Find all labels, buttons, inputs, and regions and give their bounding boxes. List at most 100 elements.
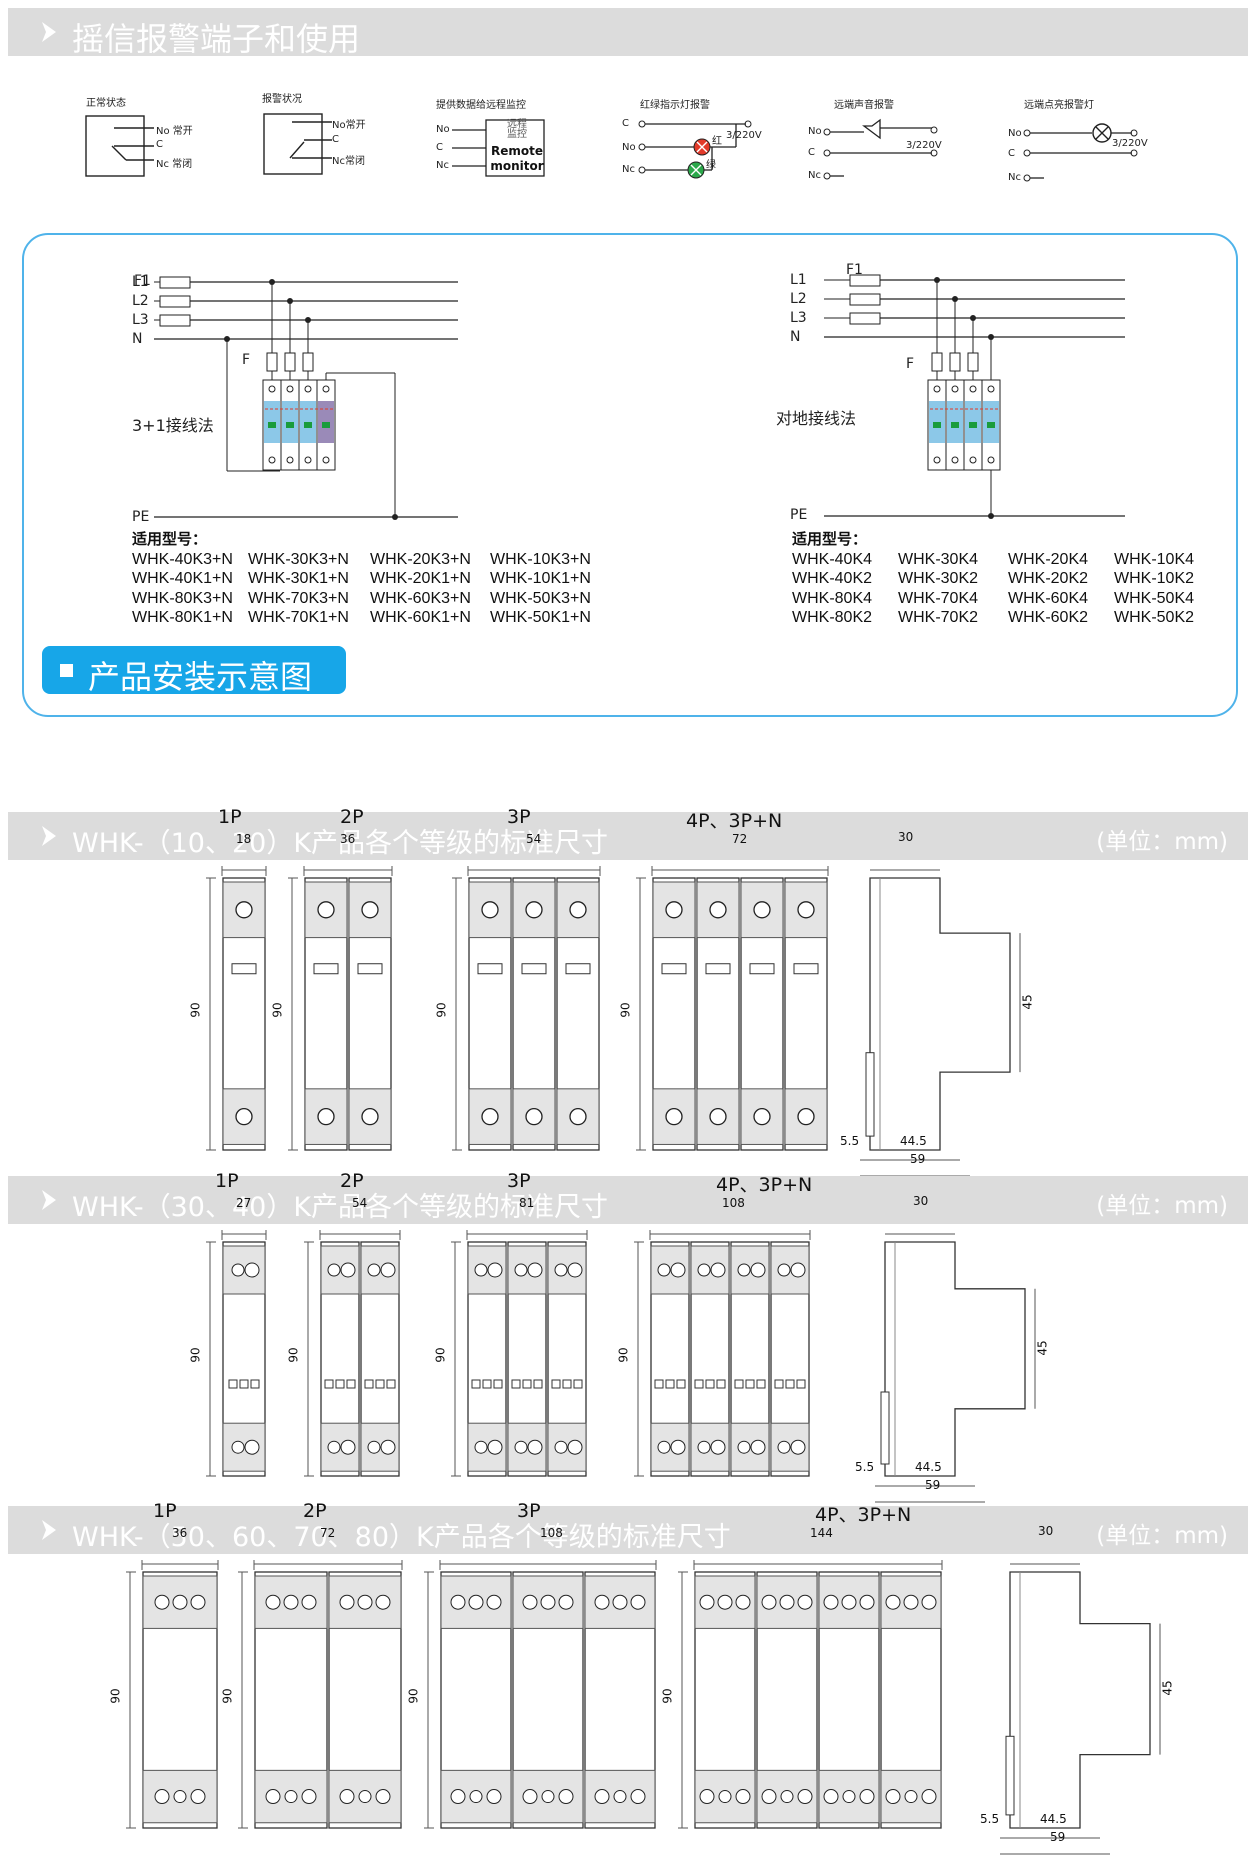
width-dimension: 36 [340,832,356,846]
section-title: WHK-（10、20）K产品各个等级的标准尺寸 [72,828,609,859]
section-header-dimensions: WHK-（30、40）K产品各个等级的标准尺寸(单位：mm) [8,1176,1248,1224]
module-1P-drawing [206,866,267,1151]
terminal-label: No常开 [332,120,366,131]
alarm-terminal-diagrams: 正常状态 No 常开 C Nc 常闭 报警状况 No常开 C Nc常闭 提供数据… [0,80,1258,200]
terminal-label: C [1008,148,1015,159]
fuse-label: F1 [846,262,863,278]
dimension-drawings [126,1560,1161,1855]
monitor-box-text: 监控 [507,129,527,140]
height-dimension: 90 [406,1688,421,1704]
voltage-label: 3/220V [906,140,942,151]
height-dimension: 90 [220,1688,235,1704]
terminal-label: Nc [808,170,821,181]
square-bullet-icon [60,664,73,677]
side-c-dimension: 59 [925,1478,941,1492]
wiring-diagram-3plus1 [154,276,458,520]
model-name: WHK-20K2 [1008,570,1089,587]
unit-label: (单位：mm) [1096,1523,1228,1549]
diagram-title: 报警状况 [262,94,302,105]
width-dimension: 108 [540,1526,563,1540]
side-b-dimension: 44.5 [1040,1812,1067,1826]
model-name: WHK-80K2 [792,609,873,626]
pole-label: 1P [218,806,242,828]
side-right-dimension: 45 [1020,994,1035,1010]
width-dimension: 81 [519,1196,535,1210]
terminal-label: No [622,142,636,153]
model-name: WHK-70K4 [898,589,979,607]
indicator-lamp-diagram [638,120,752,179]
lamp-label: 红 [712,136,722,147]
alarm-state-diagram [263,113,332,175]
module-2P-drawing [238,1560,403,1829]
terminal-label: C [332,134,339,145]
pole-label: 4P、3P+N [815,1504,912,1526]
module-3P-drawing [424,1560,657,1829]
side-view-drawing [860,869,1021,1177]
chevron-right-icon [42,1520,56,1540]
diagram-title: 红绿指示灯报警 [640,100,710,111]
height-dimension: 90 [434,1002,449,1018]
wiring-diagram-ground [824,274,1125,519]
module-1P-drawing [126,1560,219,1829]
module-3P-drawing [452,866,601,1151]
section-title: 摇信报警端子和使用 [72,20,361,58]
model-name: WHK-60K2 [1008,609,1089,626]
unit-label: (单位：mm) [1096,1193,1228,1219]
installation-tag-label: 产品安装示意图 [88,658,313,696]
buzzer-diagram [823,118,938,180]
terminal-label: Nc常闭 [332,156,365,167]
pole-label: 2P [340,806,364,828]
module-4P、3P+N-drawing [636,866,829,1151]
width-dimension: 54 [526,832,542,846]
model-name: WHK-30K2 [898,570,979,587]
height-dimension: 90 [108,1688,123,1704]
terminal-label: C [436,142,443,153]
side-a-dimension: 5.5 [980,1812,1000,1826]
terminal-label: No [436,124,450,135]
pole-label: 3P [507,1170,531,1192]
line-label-pe: PE [790,507,808,523]
section-header-dimensions: WHK-（50、60、70、80）K产品各个等级的标准尺寸(单位：mm) [8,1506,1248,1554]
pole-label: 2P [340,1170,364,1192]
model-name: WHK-20K3+N [370,550,471,568]
width-dimension: 72 [320,1526,336,1540]
monitor-box-text: Remote [490,144,543,158]
line-label-l3: L3 [790,310,807,326]
model-name: WHK-10K4 [1114,550,1195,568]
side-a-dimension: 5.5 [840,1134,860,1148]
chevron-right-icon [42,826,56,846]
model-name: WHK-60K3+N [370,589,471,607]
module-2P-drawing [304,1230,401,1477]
height-dimension: 90 [188,1347,203,1363]
model-name: WHK-30K1+N [248,570,349,587]
dimension-drawings [206,1230,1036,1503]
width-dimension: 36 [172,1526,188,1540]
models-heading: 适用型号： [132,531,208,548]
model-name: WHK-40K2 [792,570,873,587]
terminal-label: C [156,139,163,150]
diagram-title: 提供数据给远程监控 [436,100,526,111]
model-name: WHK-10K3+N [490,550,591,568]
model-name: WHK-30K4 [898,550,979,568]
width-dimension: 54 [352,1196,368,1210]
height-dimension: 90 [270,1002,285,1018]
line-label-l1: L1 [790,272,807,288]
model-name: WHK-50K1+N [490,609,591,626]
model-name: WHK-20K1+N [370,570,471,587]
pole-label: 1P [153,1500,177,1522]
side-b-dimension: 44.5 [915,1460,942,1474]
terminal-label: Nc [436,160,449,171]
models-heading: 适用型号： [792,531,868,548]
height-dimension: 90 [660,1688,675,1704]
unit-label: (单位：mm) [1096,829,1228,855]
height-dimension: 90 [433,1347,448,1363]
chevron-right-icon [42,1190,56,1210]
terminal-label: C [622,118,629,129]
side-right-dimension: 45 [1160,1680,1175,1696]
pole-label: 3P [507,806,531,828]
model-name: WHK-50K2 [1114,609,1195,626]
section-header-dimensions: WHK-（10、20）K产品各个等级的标准尺寸 (单位：mm) [8,812,1248,860]
pole-label: 3P [517,1500,541,1522]
pole-label: 2P [303,1500,327,1522]
